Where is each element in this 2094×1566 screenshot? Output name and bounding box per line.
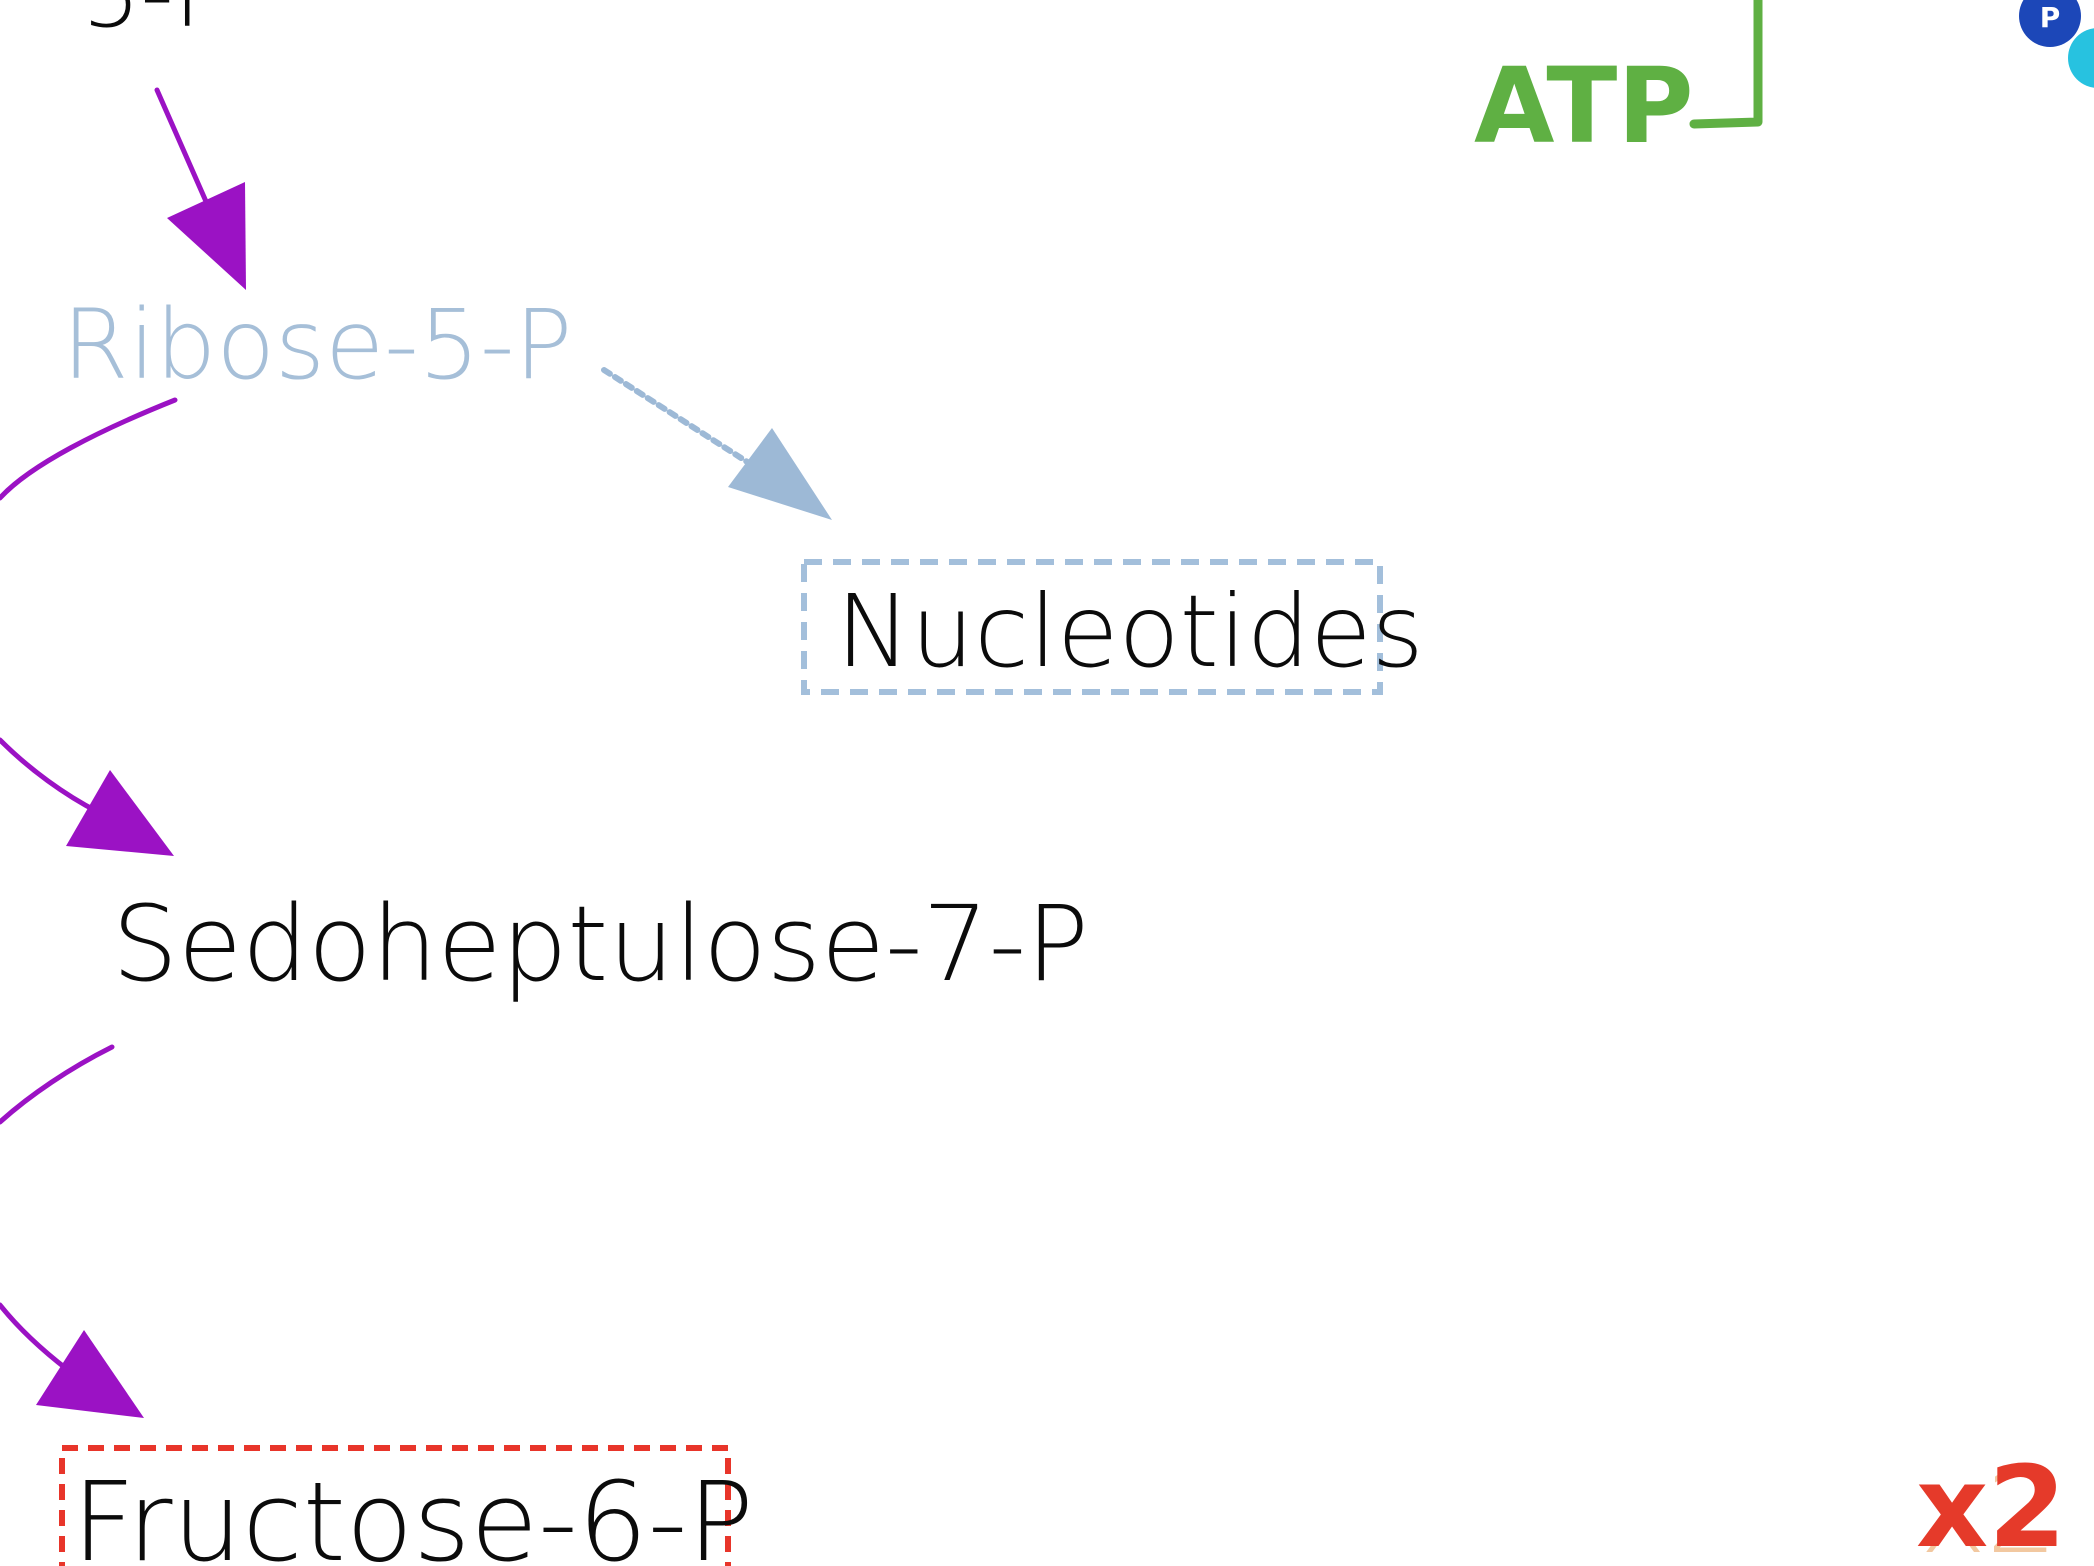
multiplier-x2: x2 x2 [1916, 1443, 2066, 1566]
sedoheptulose-7-p-label: Sedoheptulose-7-P [112, 883, 1089, 1005]
nucleotides-box: Nucleotides [801, 559, 1424, 695]
arrow-to-fructose [0, 1044, 144, 1418]
arrow-to-nucleotides [601, 367, 832, 520]
atp-label: ATP [1474, 45, 1694, 167]
cyan-molecule-circle [2068, 28, 2094, 88]
nucleotides-label: Nucleotides [836, 573, 1424, 690]
phosphate-badge-group: P [2019, 0, 2094, 88]
fructose-6-p-label: Fructose-6-P [72, 1458, 754, 1566]
phosphate-badge [2019, 0, 2081, 47]
multiplier-label: x2 [1916, 1443, 2066, 1566]
atp-annotation: ATP [1474, 0, 1763, 167]
ribose-5-p-label: Ribose-5-P [62, 289, 572, 401]
top-partial-label: 5-P [82, 0, 229, 48]
phosphate-badge-label: P [2040, 1, 2061, 34]
multiplier-shadow: x2 [1920, 1449, 2058, 1566]
arrow-to-ribose [154, 87, 246, 290]
fructose-6-p-box: Fructose-6-P [59, 1445, 754, 1566]
arrow-to-sedoheptulose [0, 397, 178, 856]
